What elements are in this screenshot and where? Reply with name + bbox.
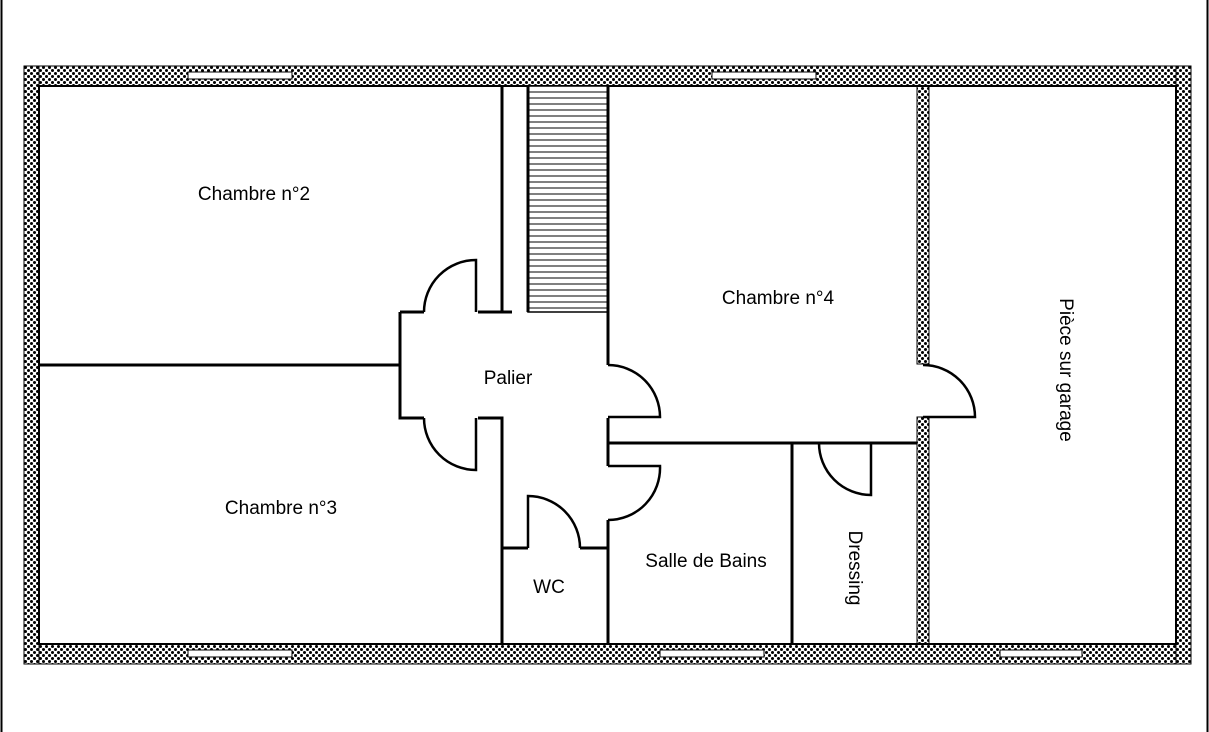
label-chambre2: Chambre n°2 — [198, 184, 310, 205]
door-chambre2 — [422, 258, 478, 313]
window-bottom-left — [187, 649, 293, 658]
window-bottom-right — [999, 649, 1083, 658]
wall-palier-top-left — [398, 312, 424, 420]
door-dressing — [817, 442, 873, 497]
exterior-walls — [23, 65, 1192, 665]
door-chambre3 — [422, 417, 478, 472]
wall-left — [23, 65, 40, 665]
window-top-left — [187, 71, 293, 80]
door-piece-garage — [922, 363, 977, 419]
label-wc: WC — [533, 577, 565, 598]
windows — [187, 71, 1083, 658]
interior-walls — [39, 86, 917, 644]
wall-right — [1175, 65, 1192, 665]
label-chambre4: Chambre n°4 — [722, 288, 835, 309]
window-bottom-middle — [659, 649, 765, 658]
staircase — [527, 85, 609, 313]
label-palier: Palier — [484, 368, 533, 389]
wall-garage-lower — [916, 416, 930, 645]
door-chambre4 — [607, 363, 662, 419]
label-piece-garage: Pièce sur garage — [1055, 298, 1076, 442]
label-salle-de-bains: Salle de Bains — [645, 551, 766, 572]
doors — [422, 258, 977, 549]
label-chambre3: Chambre n°3 — [225, 498, 337, 519]
door-salle-de-bains — [607, 464, 662, 522]
label-dressing: Dressing — [844, 531, 865, 606]
door-wc — [526, 494, 582, 549]
window-top-right — [711, 71, 817, 80]
wall-garage-upper — [916, 85, 930, 365]
